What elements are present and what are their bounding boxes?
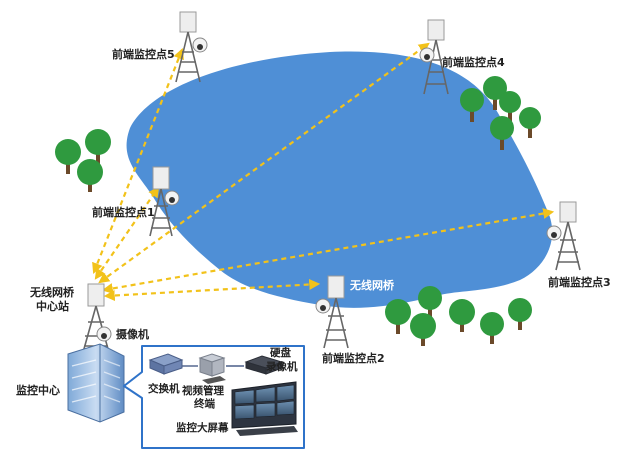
point4-label: 前端监控点4 [442,55,505,69]
nvr-label-line2: 录像机 [266,360,298,373]
switch-device: 交换机 [148,353,184,395]
dome-camera-icon [315,298,331,314]
monitoring-point-3: 前端监控点3 [546,201,611,289]
bridge-antenna-icon [179,11,197,33]
tree-icon [519,107,541,138]
point3-label: 前端监控点3 [548,275,611,289]
vms-terminal-device: 视频管理 终端 [182,353,226,410]
tower-icon [175,31,201,83]
dome-camera-icon [164,190,180,206]
tower-icon [555,221,581,271]
tree-icon [385,299,411,334]
nvr-device: 硬盘 录像机 [244,346,298,375]
tree-icon [55,139,81,174]
tower-icon [323,297,349,349]
tree-icon [499,91,521,124]
tree-icon [77,159,103,192]
switch-label: 交换机 [148,382,180,395]
point5-label: 前端监控点5 [112,47,175,61]
tree-icon [449,299,475,332]
vms-label-line1: 视频管理 [182,384,224,397]
tree-cluster-left [55,129,111,192]
bridge-antenna-icon [87,283,105,307]
monitoring-point-4: 前端监控点4 [419,19,505,95]
monitoring-point-1: 前端监控点1 [92,166,180,237]
vms-label-line2: 终端 [194,397,215,410]
tree-cluster-right-top [460,76,541,150]
video-wall-device: 监控大屏幕 [176,381,298,436]
monitor-center-building: 监控中心 [16,343,125,423]
camera-label: 摄像机 [116,327,149,341]
bridge-antenna-icon [327,275,345,299]
video-wall-label: 监控大屏幕 [176,421,229,434]
link-to-point1 [94,186,160,280]
bridge-antenna-icon [427,19,445,41]
bridge-antenna-icon [559,201,577,223]
wireless-links [92,42,555,301]
dome-camera-icon [192,37,208,53]
monitoring-point-5: 前端监控点5 [112,11,208,83]
tree-icon [85,129,111,164]
tree-icon [460,88,484,122]
dome-camera-icon [546,225,562,241]
tree-icon [410,313,436,346]
point2-label: 前端监控点2 [322,351,385,365]
dome-camera-icon [419,47,435,63]
center-station-label-line1: 无线网桥 [29,285,75,299]
point1-label: 前端监控点1 [92,205,155,219]
tree-icon [490,116,514,150]
wireless-bridge-label: 无线网桥 [349,278,395,292]
monitor-center-callout: 交换机 视频管理 终端 硬盘 录像机 [123,345,305,449]
link-to-point3 [101,208,555,294]
dome-camera-icon [96,326,112,342]
tower-icon [423,39,449,95]
monitoring-point-2: 无线网桥 前端监控点2 [315,275,395,365]
tree-icon [508,298,532,330]
tree-icon [480,312,504,344]
central-station: 无线网桥 中心站 摄像机 [29,283,149,357]
center-station-label-line2: 中心站 [36,299,69,313]
tree-cluster-right-bottom [385,286,532,346]
tower-icon [149,188,173,237]
bridge-antenna-icon [152,166,170,190]
monitor-center-label: 监控中心 [16,383,60,397]
nvr-label-line1: 硬盘 [270,346,291,359]
tree-icon [483,76,507,110]
